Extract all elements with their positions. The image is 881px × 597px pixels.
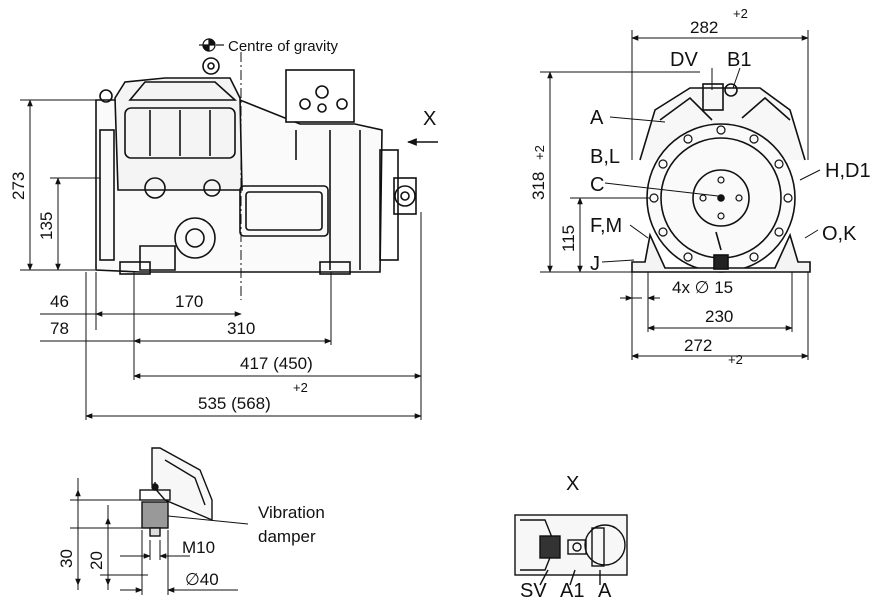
- dim-310: 310: [227, 319, 255, 338]
- dim-20: 20: [87, 551, 106, 570]
- side-view: [95, 57, 417, 275]
- thread-m10: M10: [182, 538, 215, 557]
- front-dims: [540, 30, 821, 360]
- dim-78: 78: [50, 319, 69, 338]
- damper-note-line2: damper: [258, 527, 316, 546]
- port-HD1: H,D1: [825, 160, 871, 182]
- cog-label: Centre of gravity: [228, 38, 339, 55]
- dim-318-tolerance: +2: [532, 145, 547, 160]
- port-B1: B1: [727, 49, 751, 71]
- port-DV: DV: [670, 49, 698, 71]
- dim-holes: 4x ∅ 15: [672, 278, 733, 297]
- side-horizontal-dims: [40, 212, 422, 420]
- dim-46: 46: [50, 292, 69, 311]
- port-J: J: [590, 253, 600, 275]
- dim-282: 282: [690, 18, 718, 37]
- dim-282-tolerance: +2: [733, 6, 748, 21]
- dim-318: 318: [529, 172, 548, 200]
- dim-417: 417 (450): [240, 354, 313, 373]
- port-FM: F,M: [590, 215, 622, 237]
- dim-30: 30: [57, 549, 76, 568]
- damper-note-line1: Vibration: [258, 503, 325, 522]
- dim-230: 230: [705, 307, 733, 326]
- dim-535: 535 (568): [198, 394, 271, 413]
- dim-272: 272: [684, 336, 712, 355]
- port-OK: O,K: [822, 223, 857, 245]
- view-x-A: A: [598, 580, 612, 597]
- view-x-A1: A1: [560, 580, 584, 597]
- port-A: A: [590, 107, 604, 129]
- port-BL: B,L: [590, 146, 620, 168]
- dim-272-tolerance: +2: [728, 352, 743, 367]
- dim-273: 273: [9, 172, 28, 200]
- damper-detail: [70, 447, 249, 595]
- dim-115: 115: [559, 225, 578, 252]
- dim-135: 135: [37, 212, 56, 240]
- front-view: [631, 83, 811, 273]
- cog-marker: [199, 38, 242, 300]
- view-x-title: X: [566, 473, 579, 495]
- view-x-SV: SV: [520, 580, 547, 597]
- view-x-arrow-label: X: [423, 108, 436, 130]
- port-C: C: [590, 174, 604, 196]
- dim-170: 170: [175, 292, 203, 311]
- view-x-detail: [514, 514, 628, 586]
- side-vertical-dims: [20, 99, 100, 271]
- dia-40: ∅40: [185, 570, 219, 589]
- dim-535-tolerance: +2: [293, 380, 308, 395]
